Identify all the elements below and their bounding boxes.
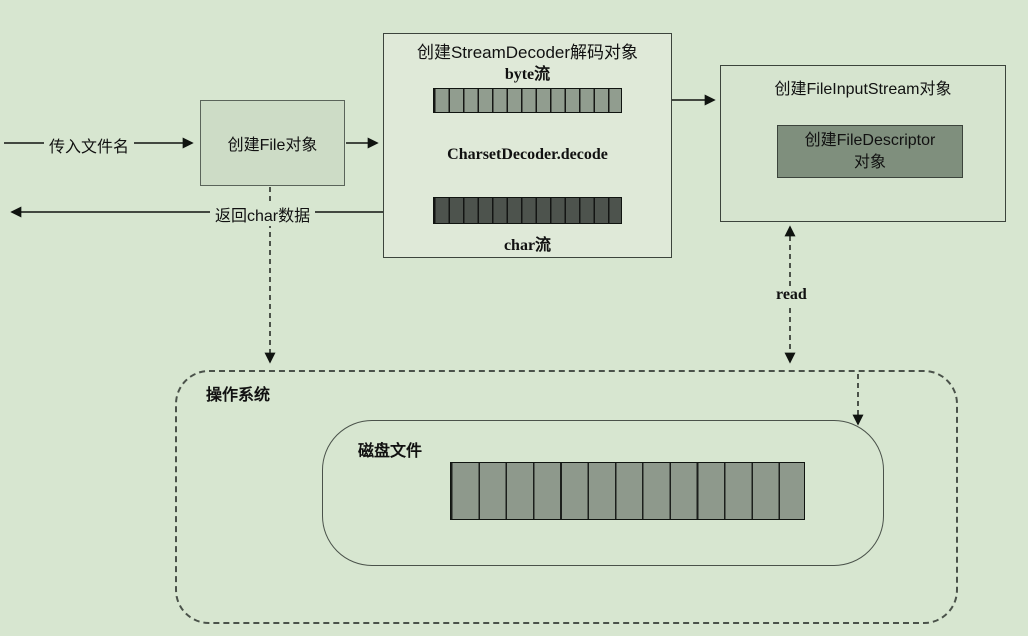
file-descriptor-box: 创建FileDescriptor 对象 — [777, 125, 963, 178]
file-object-title: 创建File对象 — [227, 137, 318, 154]
file-descriptor-title-line1: 创建FileDescriptor — [804, 131, 936, 149]
byte-stream-buffer-bar — [433, 88, 622, 113]
operating-system-label: 操作系统 — [206, 387, 271, 404]
disk-file-region — [322, 420, 884, 566]
return-char-data-edge-label: 返回char数据 — [210, 202, 316, 226]
charset-decoder-decode-label: CharsetDecoder.decode — [447, 146, 608, 163]
stream-decoder-title: 创建StreamDecoder解码对象 — [416, 43, 639, 62]
file-descriptor-title-line2: 对象 — [853, 153, 886, 171]
byte-stream-label: byte流 — [504, 66, 551, 83]
file-object-box: 创建File对象 — [200, 100, 345, 186]
file-input-stream-title: 创建FileInputStream对象 — [774, 81, 952, 98]
char-stream-label: char流 — [503, 237, 552, 254]
disk-blocks-bar — [450, 462, 805, 520]
read-edge-label: read — [771, 286, 812, 304]
disk-file-label: 磁盘文件 — [358, 443, 423, 460]
char-stream-buffer-bar — [433, 197, 622, 224]
operating-system-region — [175, 370, 958, 624]
pass-filename-edge-label: 传入文件名 — [44, 133, 135, 157]
